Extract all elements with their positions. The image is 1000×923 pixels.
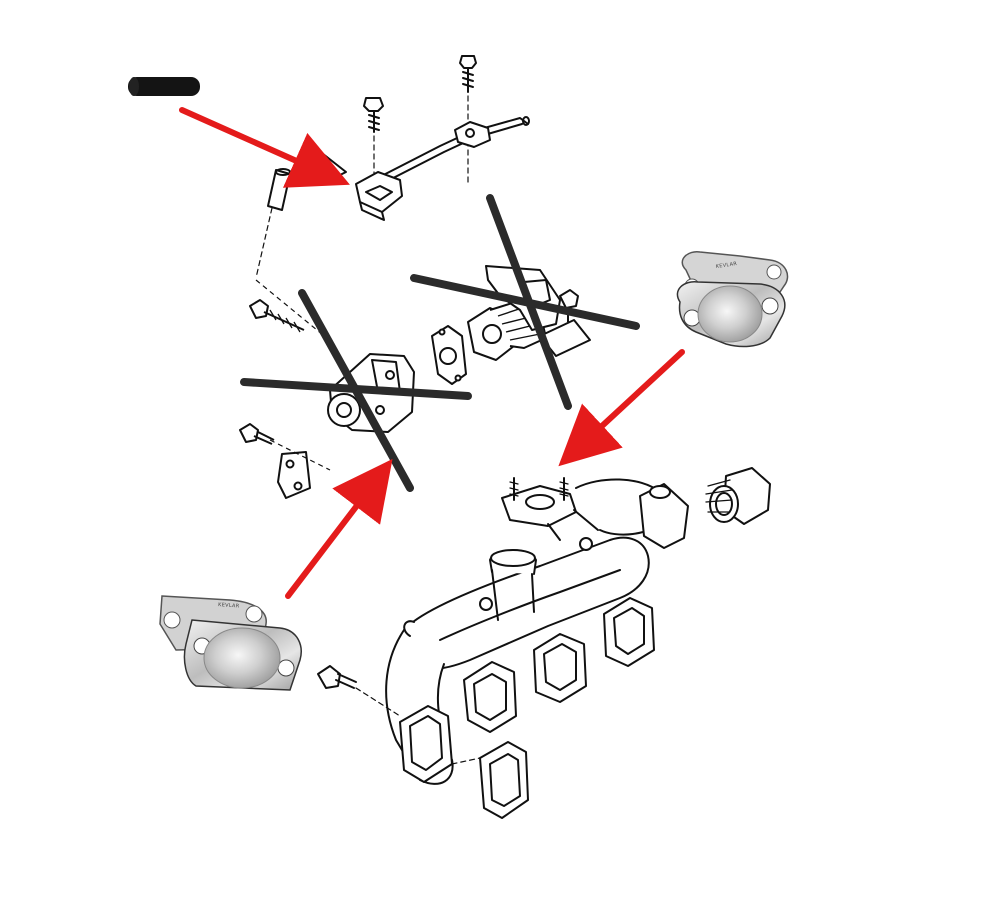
stud-icon: [509, 477, 569, 501]
arrow-to-vacuum-pipe: [179, 107, 350, 188]
egr-valve: [249, 279, 415, 433]
bolt-icon: [239, 423, 275, 445]
bolt-icon: [317, 665, 401, 717]
manifold-port-flange: [399, 705, 453, 783]
rubber-hose-plug: [128, 77, 200, 96]
bolt-icon: [559, 289, 579, 322]
manifold-port-flange: [463, 661, 517, 733]
port-gasket: [451, 741, 529, 819]
egr-cover-assembly: [239, 423, 331, 499]
vacuum-pipe-assembly: [255, 55, 530, 279]
bolt-icon: [363, 97, 384, 133]
arrow-to-egr-port: [285, 458, 393, 599]
manifold-port-flange: [533, 633, 587, 703]
bolt-icon: [459, 55, 477, 93]
bolt-icon: [249, 299, 305, 333]
blanking-plate-right: KEVLAR: [676, 251, 789, 348]
manifold-port-flange: [603, 597, 655, 667]
exhaust-manifold: [317, 467, 771, 819]
arrow-to-manifold-flange: [558, 349, 685, 467]
threaded-fitting: [705, 467, 771, 525]
cross-out-marks: [240, 194, 640, 492]
gasket-print: KEVLAR: [715, 261, 737, 270]
blanking-plate-left: KEVLAR: [159, 595, 302, 691]
indicator-arrows: [179, 107, 685, 599]
gasket-print: KEVLAR: [218, 602, 240, 609]
